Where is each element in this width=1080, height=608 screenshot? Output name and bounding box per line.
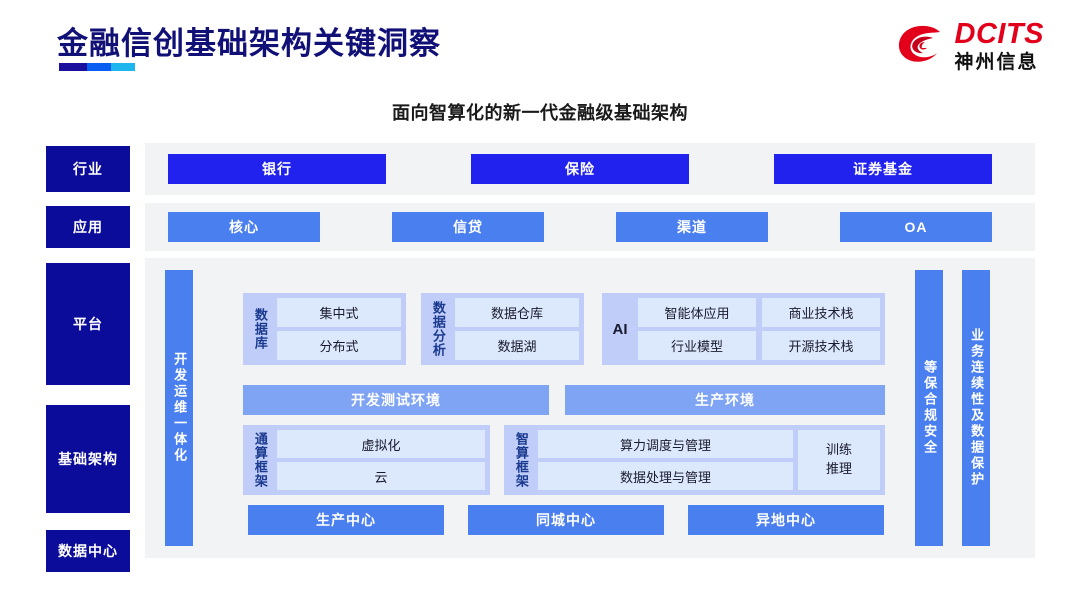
deco-stripe-2 bbox=[1051, 408, 1080, 608]
environment-dev-test[interactable]: 开发测试环境 bbox=[243, 385, 549, 415]
page-title: 金融信创基础架构关键洞察 bbox=[57, 26, 441, 61]
cell-centralized[interactable]: 集中式 bbox=[277, 298, 401, 327]
group-title-intelligent-compute: 智算框架 bbox=[513, 432, 529, 488]
group-cells-data-analysis: 数据仓库 数据湖 bbox=[455, 298, 579, 360]
dcits-swirl-icon bbox=[898, 25, 940, 62]
industry-chip-securities-fund[interactable]: 证券基金 bbox=[774, 154, 992, 184]
group-cells-general-compute: 虚拟化 云 bbox=[277, 430, 485, 490]
vertical-bar-security-compliance[interactable]: 等保合规安全 bbox=[915, 270, 943, 546]
cell-inference-label: 推理 bbox=[825, 461, 852, 476]
ai-column-left: 智能体应用 行业模型 bbox=[638, 298, 756, 360]
industry-chip-insurance[interactable]: 保险 bbox=[471, 154, 689, 184]
deco-stripe-1 bbox=[1060, 408, 1080, 608]
cell-training-label: 训练 bbox=[825, 442, 852, 458]
group-intelligent-compute-framework: 智算框架 算力调度与管理 数据处理与管理 训练 推理 bbox=[504, 425, 885, 495]
application-chip-credit[interactable]: 信贷 bbox=[392, 212, 544, 242]
sidebar-item-industry[interactable]: 行业 bbox=[46, 146, 130, 192]
industry-row: 银行 保险 证券基金 bbox=[145, 143, 1035, 195]
cell-opensource-stack[interactable]: 开源技术栈 bbox=[762, 331, 880, 360]
sidebar-item-platform[interactable]: 平台 bbox=[46, 263, 130, 385]
cell-compute-scheduling[interactable]: 算力调度与管理 bbox=[538, 430, 793, 458]
cell-data-lake[interactable]: 数据湖 bbox=[455, 331, 579, 360]
datacenter-metro[interactable]: 同城中心 bbox=[468, 505, 664, 535]
group-cells-ai: 智能体应用 行业模型 商业技术栈 开源技术栈 bbox=[638, 298, 880, 360]
application-row: 核心 信贷 渠道 OA bbox=[145, 203, 1035, 251]
group-ai: AI 智能体应用 行业模型 商业技术栈 开源技术栈 bbox=[602, 293, 885, 365]
logo-text-en: DCITS bbox=[954, 18, 1044, 50]
cell-industry-model[interactable]: 行业模型 bbox=[638, 331, 756, 360]
accent-segment-navy bbox=[59, 63, 87, 71]
industry-band: 银行 保险 证券基金 bbox=[145, 143, 1035, 195]
vertical-bar-devops[interactable]: 开发运维一体化 bbox=[165, 270, 193, 546]
group-title-general-compute: 通算框架 bbox=[252, 432, 268, 488]
group-title-database: 数据库 bbox=[252, 308, 268, 350]
application-chip-channel[interactable]: 渠道 bbox=[616, 212, 768, 242]
group-database: 数据库 集中式 分布式 bbox=[243, 293, 406, 365]
cell-training-inference[interactable]: 训练 推理 bbox=[798, 430, 880, 490]
vertical-bar-business-continuity[interactable]: 业务连续性及数据保护 bbox=[962, 270, 990, 546]
group-cells-intelligent-compute: 算力调度与管理 数据处理与管理 bbox=[538, 430, 793, 490]
ai-column-right: 商业技术栈 开源技术栈 bbox=[762, 298, 880, 360]
group-title-ai: AI bbox=[612, 320, 628, 338]
cell-distributed[interactable]: 分布式 bbox=[277, 331, 401, 360]
group-title-data-analysis: 数据分析 bbox=[430, 301, 446, 357]
cell-cloud[interactable]: 云 bbox=[277, 462, 485, 490]
title-accent-bar bbox=[59, 63, 135, 71]
sidebar-item-datacenter[interactable]: 数据中心 bbox=[46, 530, 130, 572]
group-general-compute-framework: 通算框架 虚拟化 云 bbox=[243, 425, 490, 495]
cell-data-warehouse[interactable]: 数据仓库 bbox=[455, 298, 579, 327]
industry-chip-bank[interactable]: 银行 bbox=[168, 154, 386, 184]
brand-logo: DCITS 神州信息 bbox=[895, 20, 1045, 72]
application-chip-oa[interactable]: OA bbox=[840, 212, 992, 242]
accent-segment-cyan bbox=[111, 63, 135, 71]
accent-segment-blue bbox=[87, 63, 111, 71]
cell-commercial-stack[interactable]: 商业技术栈 bbox=[762, 298, 880, 327]
group-data-analysis: 数据分析 数据仓库 数据湖 bbox=[421, 293, 584, 365]
sidebar-item-application[interactable]: 应用 bbox=[46, 206, 130, 248]
cell-virtualization[interactable]: 虚拟化 bbox=[277, 430, 485, 458]
cell-agent-application[interactable]: 智能体应用 bbox=[638, 298, 756, 327]
cell-data-processing[interactable]: 数据处理与管理 bbox=[538, 462, 793, 490]
sidebar-item-infrastructure[interactable]: 基础架构 bbox=[46, 405, 130, 513]
environment-production[interactable]: 生产环境 bbox=[565, 385, 885, 415]
group-cells-database: 集中式 分布式 bbox=[277, 298, 401, 360]
datacenter-remote[interactable]: 异地中心 bbox=[688, 505, 884, 535]
application-band: 核心 信贷 渠道 OA bbox=[145, 203, 1035, 251]
datacenter-production[interactable]: 生产中心 bbox=[248, 505, 444, 535]
page-subtitle: 面向智算化的新一代金融级基础架构 bbox=[392, 103, 688, 123]
logo-text-cn: 神州信息 bbox=[954, 52, 1039, 73]
application-chip-core[interactable]: 核心 bbox=[168, 212, 320, 242]
